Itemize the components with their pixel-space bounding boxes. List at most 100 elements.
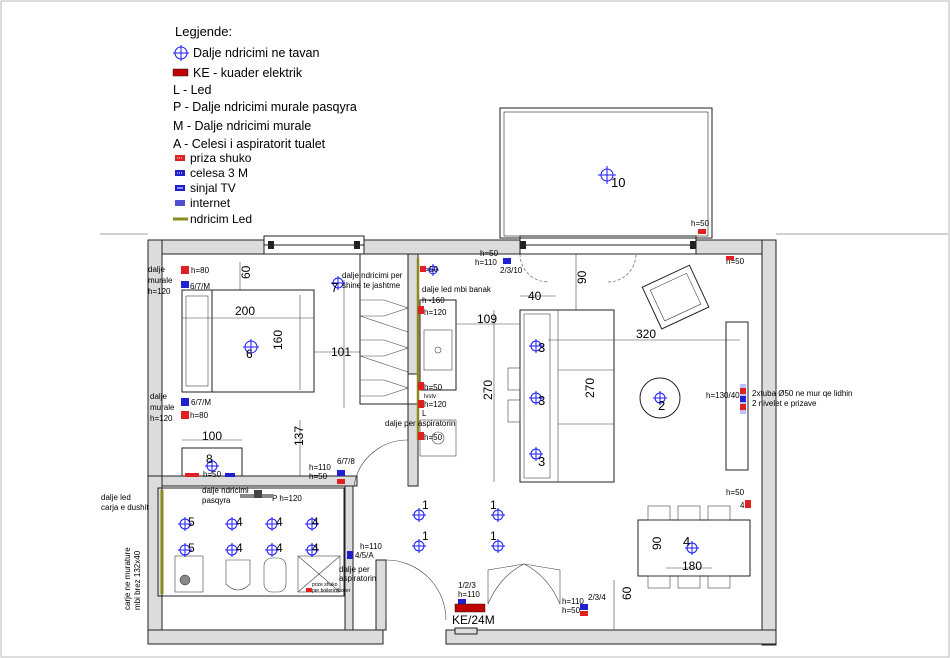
kitchen: h=50 h=50 h=110 2/3/10 dalje led mbi ban… (385, 249, 523, 457)
legend-item-7: celesa 3 M (190, 166, 248, 180)
balcony-height: h=50 (691, 219, 710, 228)
legend-item-2: L - Led (173, 83, 212, 97)
dim-101: 101 (331, 345, 351, 359)
ceiling-light-icon (529, 339, 543, 353)
ceiling-light-icon (529, 391, 543, 405)
dim-90-table: 90 (650, 536, 664, 550)
dim-109: 109 (477, 312, 497, 326)
shuko-socket-icon (337, 479, 345, 484)
electric-panel-icon (172, 68, 189, 77)
bathroom: dalje led carja e dushit carje ne muratu… (101, 486, 447, 621)
dim-60-entry: 60 (620, 586, 634, 600)
switch-3m-icon (337, 470, 345, 476)
legend-item-3: P - Dalje ndricimi murale pasqyra (173, 100, 357, 114)
bedroom: 6 200 60 160 101 137 100 8 h=50 dalje mu… (148, 253, 409, 487)
legend-item-4: M - Dalje ndricimi murale (173, 119, 311, 133)
tv-signal-icon (175, 185, 185, 191)
switch-label: 6/7/8 (337, 457, 355, 466)
switch-label: 6/7/M (191, 398, 211, 407)
chase-label: carje ne murature (123, 547, 132, 610)
ceiling-light-icon (178, 517, 192, 531)
switch-3m-icon (181, 398, 189, 406)
socket-height: h=120 (424, 308, 447, 317)
switch-3m-icon (503, 258, 511, 264)
led-mark: L (422, 409, 427, 418)
legend-item-0: Dalje ndricimi ne tavan (193, 46, 319, 60)
hall-light-number: 1 (490, 498, 497, 512)
ceiling-light-icon (653, 391, 667, 405)
ceiling-light-icon (225, 543, 239, 557)
hall-light-number: 1 (422, 498, 429, 512)
hall-light-number: 1 (422, 529, 429, 543)
exterior-light-label: shine te jashtme (342, 281, 401, 290)
living-light-number: 3 (538, 340, 545, 355)
bath-light-number: 4 (312, 541, 319, 555)
ceiling-light-icon (529, 447, 543, 461)
switch-label: 4/5/A (355, 551, 374, 560)
legend: Legjende: Dalje ndricimi ne tavan KE - k… (172, 24, 357, 226)
switch-label: 2/3/4 (588, 593, 606, 602)
bath-light-number: 5 (188, 541, 195, 555)
wall-light-label: murale (148, 276, 173, 285)
switch-3m-icon (580, 604, 588, 610)
legend-item-9: internet (190, 196, 231, 210)
chase-label: mbi brez 132x40 (133, 550, 142, 610)
dishwasher-label: lvstv (424, 394, 436, 400)
dining: 4 90 180 h=50 4 (637, 488, 751, 589)
dining-light-number: 4 (683, 534, 690, 549)
shuko-socket-icon (181, 266, 189, 274)
lamp-8-number: 8 (206, 452, 213, 466)
dim-200: 200 (235, 304, 255, 318)
internet-icon (175, 200, 185, 206)
bath-light-number: 4 (276, 541, 283, 555)
dim-160: 160 (271, 330, 285, 350)
dim-100: 100 (202, 429, 222, 443)
lamp-7-number: 7 (331, 280, 338, 295)
ceiling-light-icon (491, 539, 505, 553)
ceiling-light-icon (305, 543, 319, 557)
dim-270-sofa: 270 (583, 378, 597, 398)
bath-light-number: 4 (236, 541, 243, 555)
living-room: 90 40 270 270 109 320 3 3 3 2 (456, 253, 853, 483)
dim-180: 180 (682, 559, 702, 573)
ceiling-light-icon (598, 166, 616, 184)
dim-137: 137 (292, 426, 306, 446)
electric-panel-icon (454, 603, 486, 613)
conduit-label: 2xtuba Ø50 ne mur qe lidhin (752, 389, 853, 398)
ceiling-light-icon (225, 517, 239, 531)
wall-light-label: dalje (148, 265, 165, 274)
ceiling-light-icon (685, 541, 699, 555)
switch-3m-icon (175, 170, 185, 176)
dim-40: 40 (528, 289, 542, 303)
dim-270-left: 270 (481, 380, 495, 400)
nightstand-height: h=50 (203, 470, 222, 479)
living-light-number: 3 (538, 393, 545, 408)
socket-height: h=50 (309, 472, 328, 481)
bedroom-light-number: 6 (246, 347, 253, 361)
balcony: 10 h=50 (499, 107, 713, 239)
shuko-socket-icon (175, 155, 185, 161)
dim-60: 60 (239, 265, 253, 279)
legend-item-1: KE - kuader elektrik (193, 66, 303, 80)
ceiling-light-icon (331, 276, 345, 290)
socket-height: h=50 (726, 257, 745, 266)
electric-panel-label: KE/24M (452, 613, 495, 627)
legend-item-8: sinjal TV (190, 181, 236, 195)
socket-height: h=50 (562, 606, 581, 615)
socket-height: h=50 (420, 265, 439, 274)
legend-item-5: A - Celesi i aspiratorit tualet (173, 137, 326, 151)
ceiling-light-icon (178, 543, 192, 557)
shuko-socket-icon (580, 611, 588, 616)
ceiling-light-icon (205, 459, 219, 473)
dim-90: 90 (575, 270, 589, 284)
ceiling-light-icon (412, 508, 426, 522)
legend-item-6: priza shuko (190, 151, 252, 165)
switch-height: h=110 (309, 463, 331, 472)
socket-height: h=80 (191, 266, 210, 275)
switch-label: 2/3/10 (500, 266, 523, 275)
socket-height: h -160 (422, 296, 445, 305)
wall-light-label: h=120 (150, 414, 173, 423)
ceiling-light-icon (412, 539, 426, 553)
hood-label: dalje per aspiratorin (385, 419, 455, 428)
